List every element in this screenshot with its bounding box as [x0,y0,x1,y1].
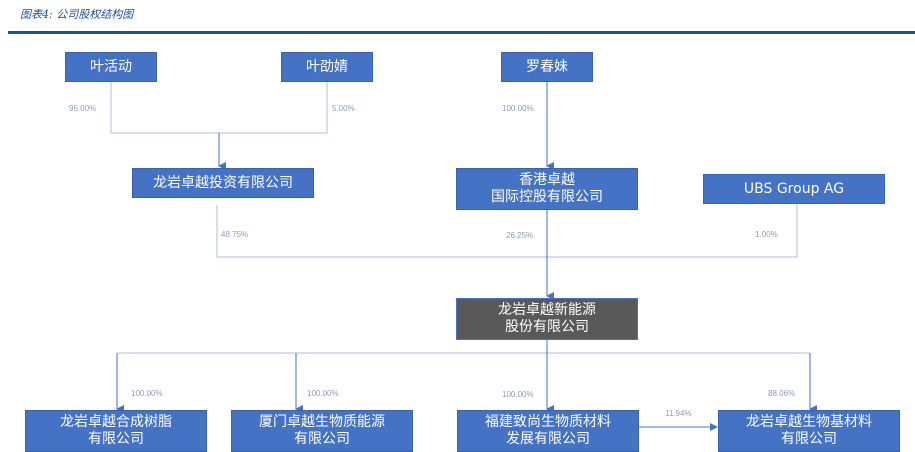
pct-label: 1.00% [755,230,778,239]
node-ye-huodong: 叶活动 [65,52,157,82]
pct-label: 100.00% [131,389,163,398]
node-longyan-invest: 龙岩卓越投资有限公司 [132,168,314,198]
pct-label: 26.25% [506,231,534,240]
pct-label: 88.06% [768,389,796,398]
pct-label: 48.75% [221,230,249,239]
node-ubs: UBS Group AG [703,174,885,204]
pct-label: 5.00% [332,104,355,113]
caption-rule [8,31,915,34]
pct-label: 100.00% [307,389,339,398]
node-xiamen: 厦门卓越生物质能源 有限公司 [231,410,413,452]
figure-caption: 图表4: 公司股权结构图 [20,8,134,21]
node-resin: 龙岩卓越合成树脂 有限公司 [25,410,207,452]
node-fujian: 福建致尚生物质材料 发展有限公司 [457,410,639,452]
pct-label: 95.00% [69,104,97,113]
node-ye-jingjing: 叶劭婧 [281,52,373,82]
pct-label: 11.94% [665,409,692,418]
node-hk-zhuoyue: 香港卓越 国际控股有限公司 [456,168,638,210]
pct-label: 100.00% [502,104,534,113]
node-company: 龙岩卓越新能源 股份有限公司 [456,298,638,340]
pct-label: 100.00% [502,390,534,399]
node-luo-chunmei: 罗春妹 [501,52,593,82]
node-biobase: 龙岩卓越生物基材料 有限公司 [718,410,900,452]
